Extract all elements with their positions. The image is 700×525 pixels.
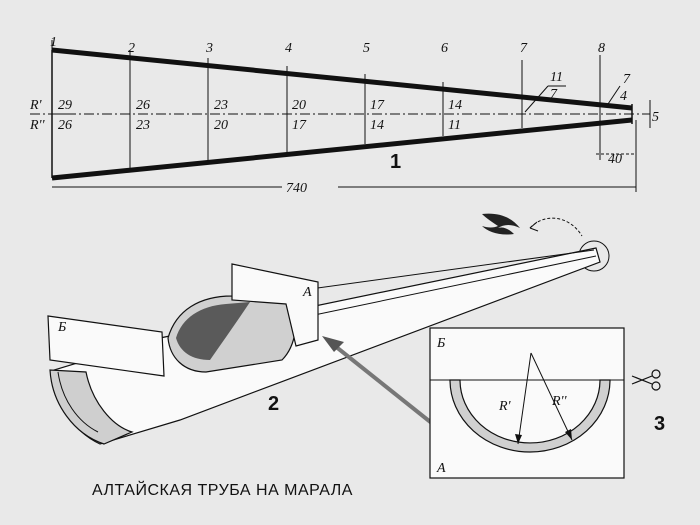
station-lines bbox=[51, 40, 601, 178]
plate-a-label: А bbox=[302, 285, 312, 300]
station-numbers: 1 2 3 4 5 6 7 8 bbox=[50, 35, 605, 56]
section-arrow-head bbox=[322, 336, 344, 352]
tip-width-label: 5 bbox=[652, 110, 659, 125]
tip-arrow-head bbox=[529, 221, 539, 232]
section-r-double-label: R'' bbox=[551, 394, 568, 409]
r-prime-value: 7 bbox=[623, 72, 631, 87]
scissors-icon bbox=[631, 369, 661, 391]
cone-top-edge bbox=[51, 47, 633, 111]
r-double-value: 20 bbox=[214, 118, 228, 133]
r-double-value: 23 bbox=[136, 118, 150, 133]
caption-title: АЛТАЙСКАЯ ТРУБА НА МАРАЛА bbox=[92, 482, 353, 499]
r-double-value: 14 bbox=[370, 118, 384, 133]
r-prime-value: 23 bbox=[214, 98, 228, 113]
cone-bottom-edge bbox=[51, 117, 633, 181]
r-prime-label: R' bbox=[29, 98, 43, 113]
tip-length-label: 40 bbox=[608, 152, 622, 167]
board-a-label: А bbox=[436, 461, 446, 476]
leader-line bbox=[524, 85, 549, 113]
r-double-value: 17 bbox=[292, 118, 307, 133]
station-number: 4 bbox=[285, 41, 292, 56]
board-b-label: Б bbox=[436, 336, 445, 351]
figure-2: Б А 2 bbox=[47, 213, 610, 446]
figure-1: 1 2 3 4 5 6 7 8 R' R'' 29 26 23 20 17 14… bbox=[29, 35, 659, 196]
template-plate-b bbox=[47, 315, 165, 377]
station-number: 3 bbox=[205, 41, 213, 56]
total-length-label: 740 bbox=[286, 181, 307, 196]
radius-values: 29 26 23 20 17 14 11 7 26 23 20 17 14 11… bbox=[58, 70, 631, 133]
bird-icon bbox=[482, 213, 520, 235]
template-board bbox=[429, 327, 625, 479]
station-number: 5 bbox=[363, 41, 370, 56]
radius-arrow-head bbox=[515, 434, 522, 444]
leader-line bbox=[607, 85, 621, 105]
section-r-prime-label: R' bbox=[498, 399, 512, 414]
r-prime-value: 11 bbox=[550, 70, 563, 85]
station-number: 1 bbox=[50, 35, 57, 50]
radius-r-double-line bbox=[530, 352, 573, 441]
figure-3: R' R'' Б А 3 bbox=[429, 327, 665, 479]
r-prime-value: 14 bbox=[448, 98, 462, 113]
r-double-value: 7 bbox=[550, 87, 558, 102]
r-prime-value: 17 bbox=[370, 98, 385, 113]
figure-1-number: 1 bbox=[390, 151, 401, 173]
figure-3-number: 3 bbox=[654, 413, 665, 435]
r-double-value: 26 bbox=[58, 118, 72, 133]
r-double-label: R'' bbox=[29, 118, 46, 133]
r-double-value: 11 bbox=[448, 118, 461, 133]
plate-b-label: Б bbox=[57, 320, 66, 335]
pipe-inner-edge bbox=[57, 371, 99, 433]
r-prime-value: 20 bbox=[292, 98, 306, 113]
pipe-interior bbox=[176, 302, 250, 360]
station-number: 2 bbox=[128, 41, 135, 56]
r-double-value: 4 bbox=[620, 89, 627, 104]
tip-arrow bbox=[529, 217, 583, 237]
station-number: 6 bbox=[441, 41, 448, 56]
figure-2-number: 2 bbox=[268, 393, 279, 415]
radius-arrow-head bbox=[565, 429, 572, 440]
horn-seam-line bbox=[299, 255, 597, 319]
template-plate-a bbox=[231, 263, 319, 347]
r-prime-value: 26 bbox=[136, 98, 150, 113]
radius-r-prime-line bbox=[517, 352, 532, 445]
station-number: 8 bbox=[598, 41, 605, 56]
dimension-gap bbox=[282, 179, 338, 193]
station-number: 7 bbox=[520, 41, 528, 56]
lower-half-pipe bbox=[49, 369, 134, 445]
r-prime-value: 29 bbox=[58, 98, 72, 113]
